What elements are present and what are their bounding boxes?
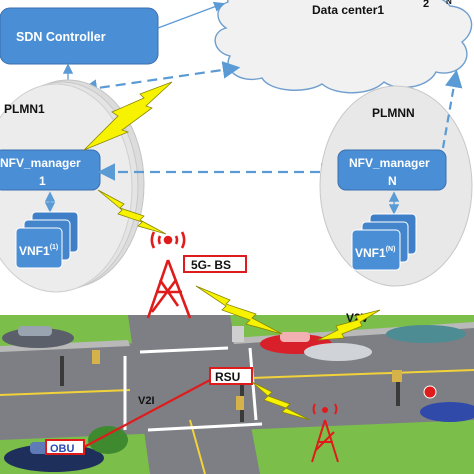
vnf-stack-left <box>15 211 79 269</box>
vnf-right-label: VNF1(N) <box>355 246 395 260</box>
vnf-stack-right <box>351 213 417 271</box>
car-top-left <box>2 326 74 348</box>
nfv-manager-n-box <box>337 149 447 191</box>
data-center-cloud <box>214 0 473 94</box>
v2i-link <box>83 379 211 448</box>
car-teal <box>386 325 466 343</box>
data-center-label: Data center1 <box>312 3 384 17</box>
lightning-v2v <box>317 309 381 341</box>
lightning-plmn1-to-cloud <box>83 81 173 151</box>
v2i-label: V2I <box>138 395 155 407</box>
nfv-manager-n-line2: N <box>388 174 397 188</box>
sdn-controller-label: SDN Controller <box>16 30 106 44</box>
tree <box>88 426 128 454</box>
vnf-left-label: VNF1(1) <box>19 244 58 258</box>
bs-label: 5G- BS <box>191 258 231 272</box>
data-center-index: 2 <box>423 0 429 10</box>
rsu-tower <box>311 403 339 463</box>
bs-label-box <box>183 255 247 273</box>
lightning-bs-to-nfv <box>97 189 167 235</box>
traffic-lights <box>60 326 402 422</box>
plmn-cloud-dashed-link <box>79 61 241 97</box>
lightning-rsu-to-tower <box>251 381 311 421</box>
data-center-corner: N <box>446 0 452 6</box>
network-section: Data center1 2 N SDN Controller PLMN1 NF… <box>0 0 473 293</box>
nfv-manager-1-line1: NFV_manager <box>0 156 81 170</box>
lightning-bs-to-car <box>195 285 283 335</box>
sdn-controller-box <box>0 7 159 65</box>
plmn1-label: PLMN1 <box>4 102 45 116</box>
obu-label: OBU <box>50 443 75 455</box>
sdn-to-cloud-arrow <box>157 1 225 29</box>
nfv-manager-n-line1: NFV_manager <box>349 156 430 170</box>
rsu-label: RSU <box>215 370 240 384</box>
road-scene: 5G- BS RSU OBU V2I V2V <box>0 231 474 474</box>
car-silver <box>304 343 372 361</box>
rsu-label-box <box>209 367 253 385</box>
car-blue-right <box>420 402 474 422</box>
stop-sign <box>423 385 437 399</box>
5g-tower <box>146 231 192 319</box>
nfv-manager-1-line2: 1 <box>39 174 46 188</box>
plmnn-label: PLMNN <box>372 106 415 120</box>
